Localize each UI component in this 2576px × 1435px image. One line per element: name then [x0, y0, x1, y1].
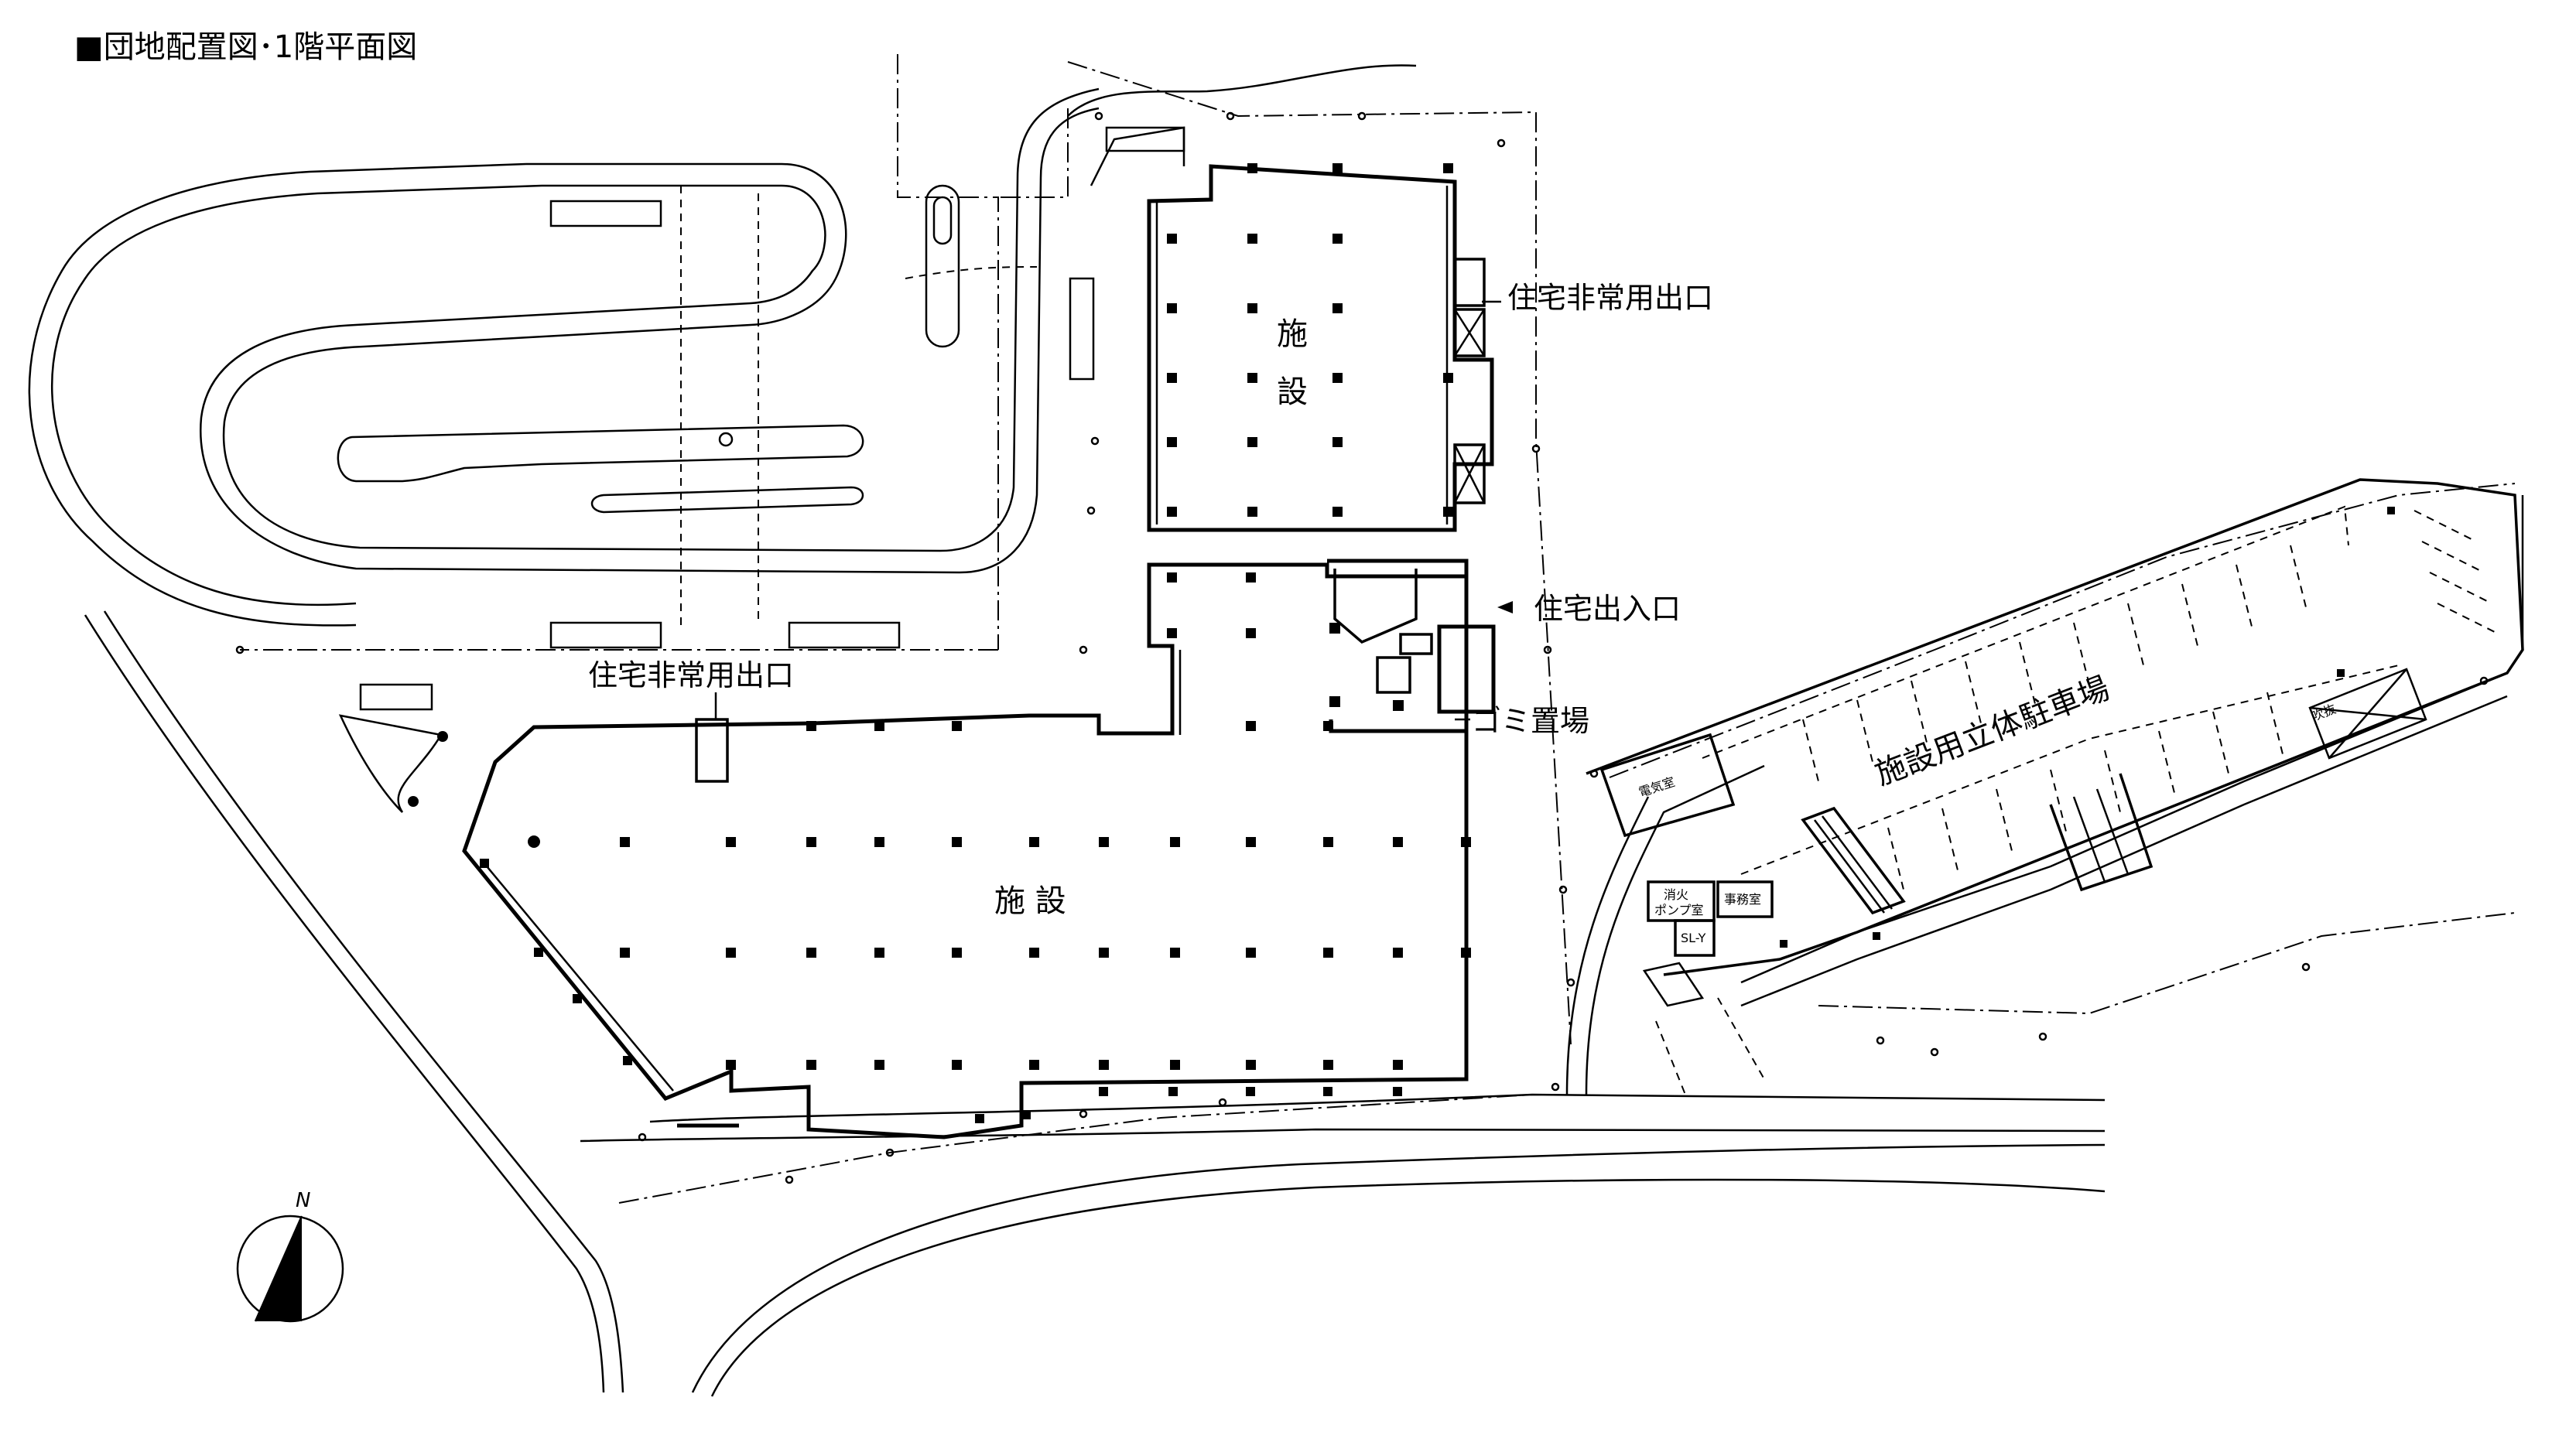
atrium-label: 吹抜	[2310, 702, 2338, 724]
entrance-arrow-icon	[1497, 601, 1513, 613]
page-title: ■団地配置図･1階平面図	[74, 29, 417, 65]
landscape-feature	[338, 683, 448, 813]
facility-north-label-1: 施	[1277, 316, 1308, 352]
fire-pump-room-label-1: 消火	[1664, 887, 1688, 902]
garbage-area-label: ゴミ置場	[1472, 704, 1589, 738]
facility-north-label-2: 設	[1277, 374, 1308, 410]
residential-core	[1327, 559, 1496, 733]
north-arrow: N	[236, 1189, 344, 1323]
parking-structure	[1586, 478, 2524, 1099]
label-leaders	[714, 300, 1513, 721]
office-label: 事務室	[1724, 892, 1761, 907]
north-arrow-letter: N	[296, 1189, 310, 1212]
south-facility-building	[462, 562, 1471, 1139]
parking-structure-label: 施設用立体駐車場	[1870, 671, 2114, 793]
residential-emergency-exit-south-label: 住宅非常用出口	[588, 658, 794, 692]
boundary-markers	[235, 111, 2489, 1184]
facility-south-label: 施 設	[994, 883, 1066, 919]
ring-road	[28, 87, 1100, 649]
elevator-label: SL-Y	[1681, 931, 1706, 945]
residential-entrance-label: 住宅出入口	[1534, 592, 1681, 626]
electrical-room-label: 電気室	[1637, 774, 1677, 800]
north-facility-building	[1090, 126, 1494, 532]
parking-stall-lines	[1802, 510, 2500, 890]
fire-pump-room-label-2: ポンプ室	[1654, 903, 1704, 917]
roads	[84, 64, 2524, 1397]
residential-emergency-exit-east-label: 住宅非常用出口	[1507, 281, 1713, 315]
